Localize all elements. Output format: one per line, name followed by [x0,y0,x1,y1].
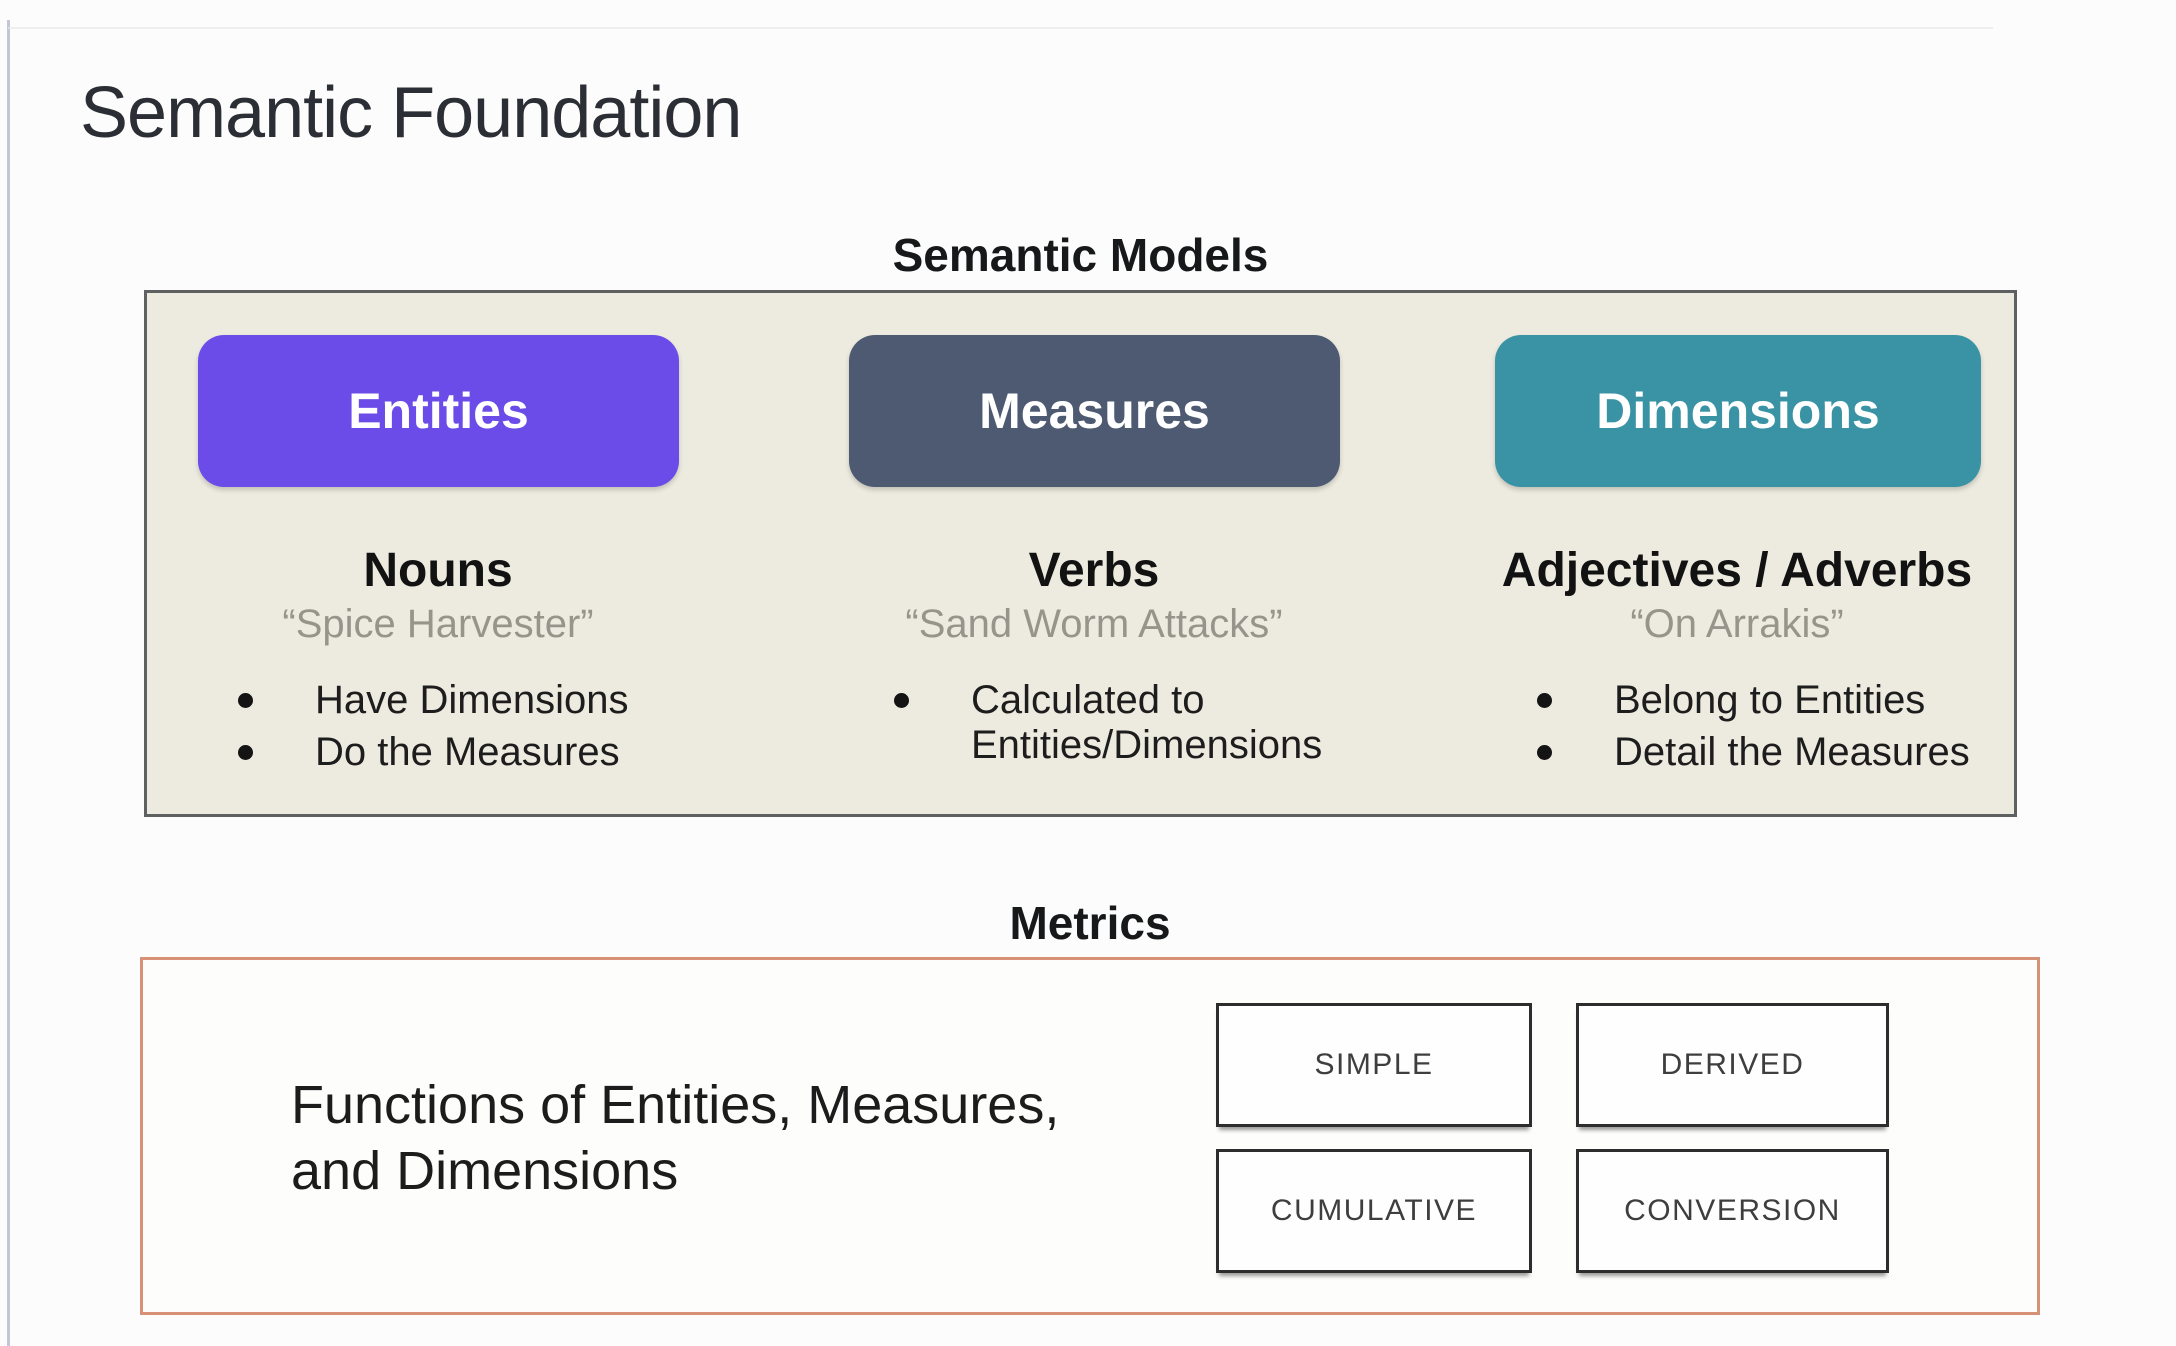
entities-column-quote: “Spice Harvester” [282,601,594,646]
list-item: Detail the Measures [1537,730,2037,775]
measures-bullet-list: Calculated to Entities/Dimensions [794,678,1394,768]
dimensions-column-heading: Adjectives / Adverbs [1501,544,1973,597]
metric-type-cumulative: CUMULATIVE [1216,1149,1532,1273]
page-title: Semantic Foundation [80,73,742,153]
entities-pill: Entities [198,335,679,487]
dimensions-pill: Dimensions [1495,335,1981,487]
entities-column-heading: Nouns [363,544,513,597]
metrics-description: Functions of Entities, Measures, and Dim… [291,1072,1059,1205]
dimensions-column: Adjectives / Adverbs “On Arrakis” Belong… [1437,544,2037,775]
semantic-models-heading: Semantic Models [892,229,1269,281]
list-item: Belong to Entities [1537,678,2037,723]
metrics-description-line: and Dimensions [291,1141,679,1202]
window-top-border [8,27,1993,29]
metrics-heading: Metrics [1009,897,1171,949]
bullet-text: Belong to Entities [1614,677,1926,722]
measures-column-quote: “Sand Worm Attacks” [905,601,1283,646]
list-item: Calculated to Entities/Dimensions [894,678,1394,768]
bullet-text: Have Dimensions [315,677,629,722]
dimensions-column-quote: “On Arrakis” [1630,601,1844,646]
measures-column-heading: Verbs [1028,544,1160,597]
dimensions-bullet-list: Belong to Entities Detail the Measures [1437,678,2037,775]
entities-bullet-list: Have Dimensions Do the Measures [138,678,738,775]
entities-column: Nouns “Spice Harvester” Have Dimensions … [138,544,738,775]
bullet-text: Detail the Measures [1614,729,1970,774]
measures-column: Verbs “Sand Worm Attacks” Calculated to … [794,544,1394,768]
metric-type-conversion: CONVERSION [1576,1149,1889,1273]
metrics-description-line: Functions of Entities, Measures, [291,1075,1060,1135]
list-item: Have Dimensions [238,678,738,723]
metric-type-derived: DERIVED [1576,1003,1889,1127]
bullet-icon [894,692,909,708]
metric-type-simple: SIMPLE [1216,1003,1532,1127]
bullet-icon [1537,692,1552,708]
bullet-text: Do the Measures [315,729,620,774]
bullet-icon [238,744,253,760]
bullet-icon [238,692,253,708]
bullet-icon [1537,744,1552,760]
bullet-text: Calculated to Entities/Dimensions [971,677,1323,767]
measures-pill: Measures [849,335,1340,487]
list-item: Do the Measures [238,730,738,775]
window-left-border [7,20,10,1346]
